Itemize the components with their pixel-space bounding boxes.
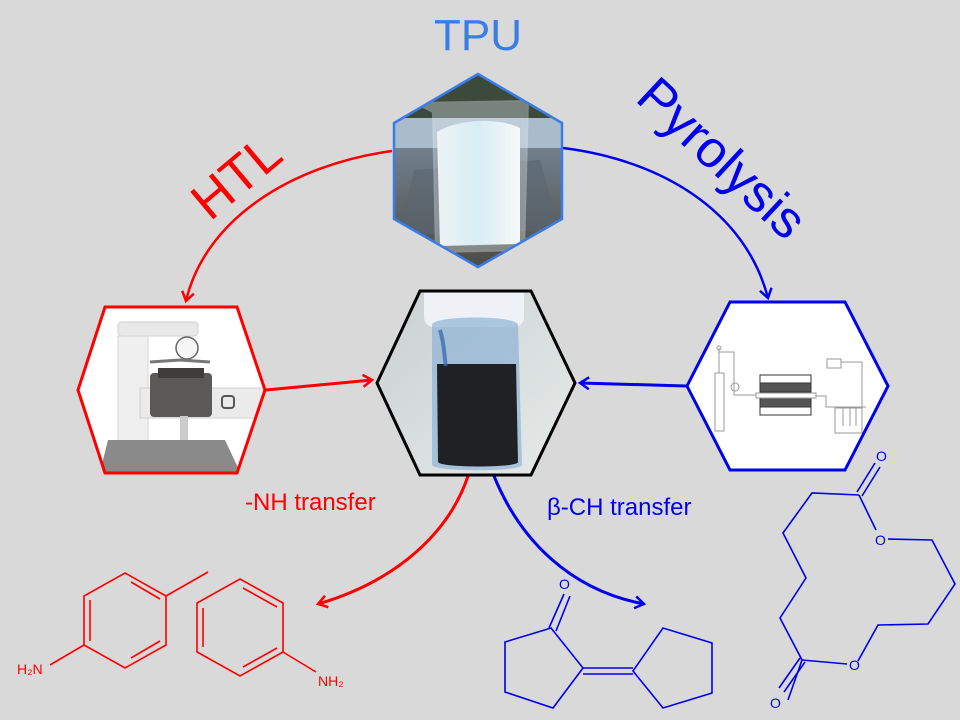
htl-reactor-image	[76, 305, 267, 475]
pyrolysis-route-label: Pyrolysis	[626, 66, 818, 250]
cyclic-diester-molecule	[778, 462, 956, 701]
diester-oxygen-label-3: O	[849, 657, 860, 673]
cyclopentylidene-ketone-molecule	[504, 593, 713, 709]
pyrolysis-arrow	[562, 146, 768, 298]
ch-transfer-arrow	[492, 475, 644, 604]
tpu-beaker-image	[392, 72, 564, 269]
htl-hexagon-border	[76, 305, 267, 475]
pyrolysis-hexagon-border	[685, 300, 890, 472]
diester-oxygen-label-2: O	[875, 532, 886, 548]
toluidine-amine-label: H₂N	[17, 661, 43, 677]
ch-transfer-label: β-CH transfer	[547, 494, 692, 521]
htl-route-label: HTL	[180, 124, 293, 232]
tpu-title: TPU	[434, 11, 522, 60]
htl-to-product-arrow	[265, 380, 372, 392]
htl-arrow	[186, 149, 393, 301]
aniline-amine-label: NH₂	[318, 673, 344, 689]
product-hexagon-border	[375, 289, 577, 477]
diester-oxygen-label-4: O	[770, 695, 781, 711]
nh-transfer-label: -NH transfer	[245, 489, 376, 516]
nh-transfer-arrow	[318, 475, 470, 604]
pyrolysis-setup-image	[685, 300, 890, 472]
aniline-molecule	[196, 578, 317, 677]
pyrolysis-to-product-arrow	[580, 383, 687, 386]
tpu-hexagon-border	[392, 72, 564, 269]
diester-oxygen-label-1: O	[876, 448, 887, 464]
product-vial-image	[375, 289, 577, 477]
p-toluidine-molecule	[49, 571, 209, 669]
ketone-oxygen-label: O	[559, 576, 570, 592]
